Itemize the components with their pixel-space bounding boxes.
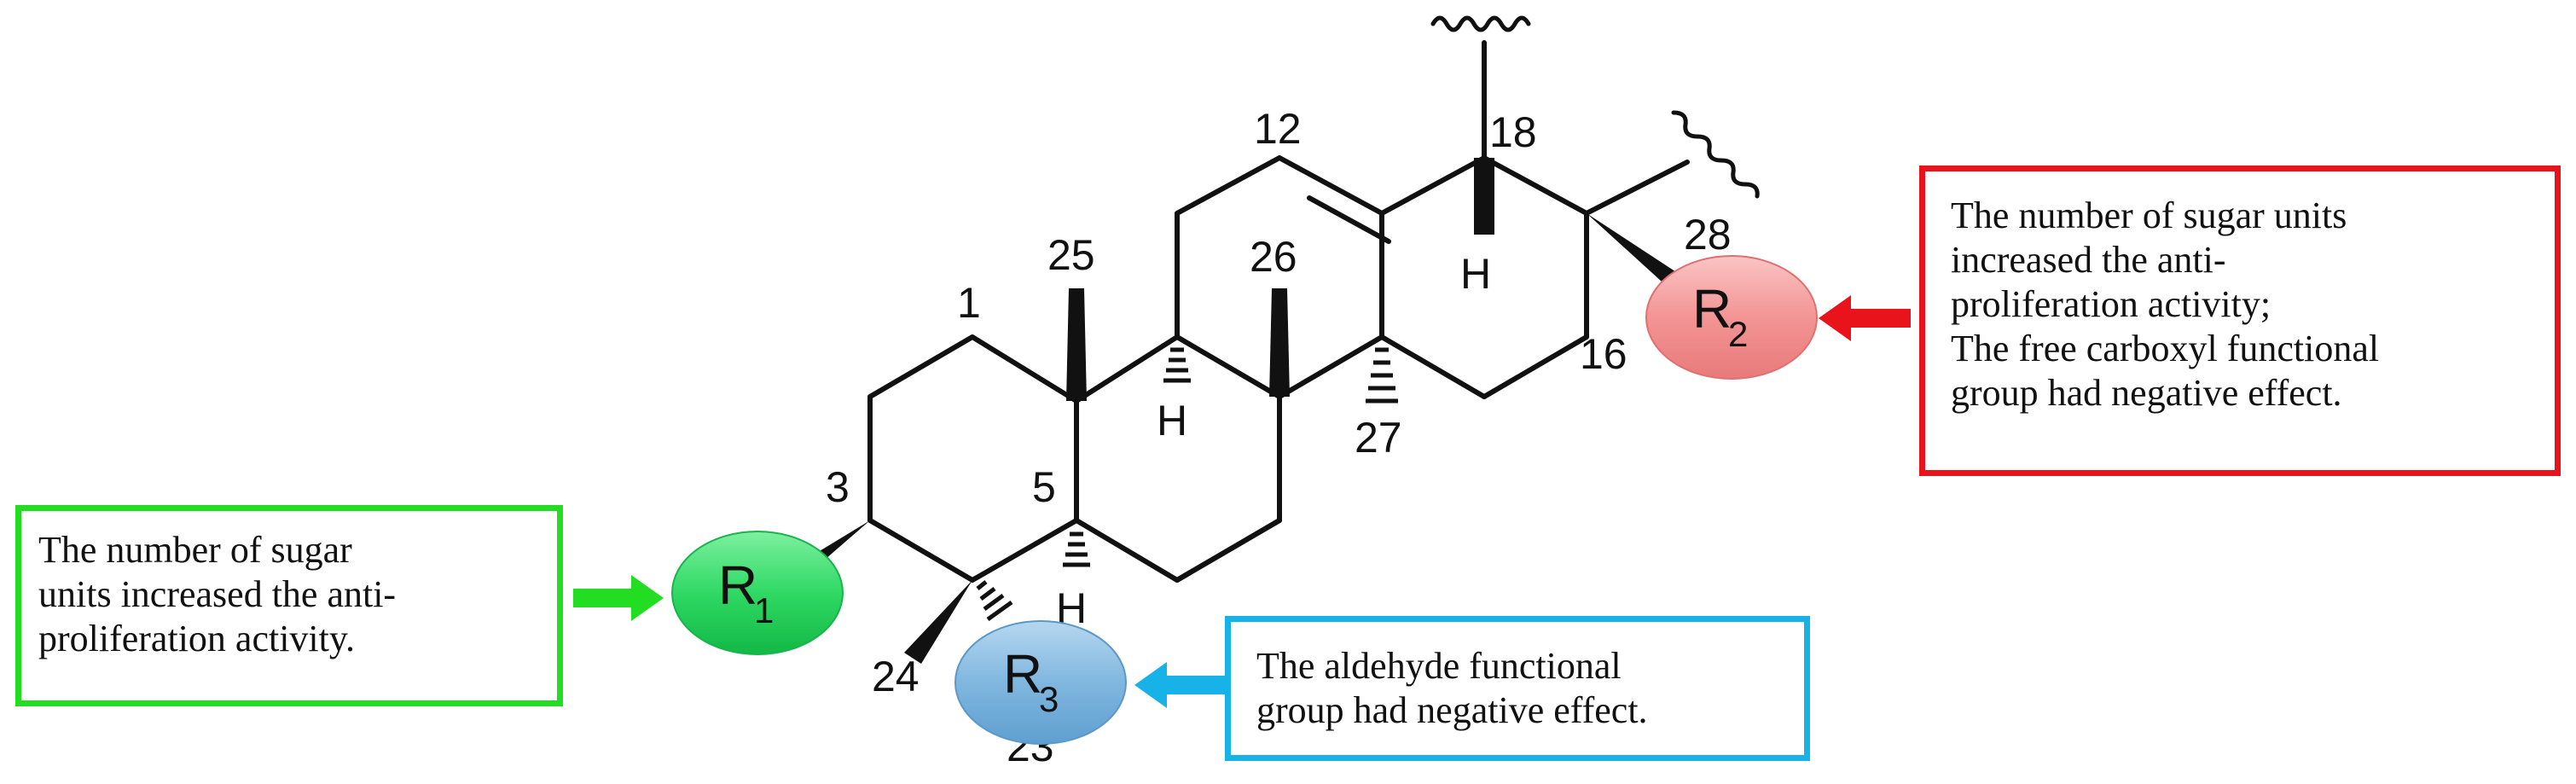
red-arrow [1819,295,1911,341]
atom-label-18: 18 [1489,108,1537,156]
wavy-bonds [1430,15,1760,199]
svg-text:R: R [1003,643,1042,705]
atom-label-12: 12 [1254,105,1302,153]
atom-label-28: 28 [1684,211,1732,258]
atom-label-1: 1 [957,279,981,327]
svg-text:2: 2 [1728,314,1748,354]
hashed-bonds [976,347,1398,622]
atom-label-16: 16 [1580,330,1627,378]
atom-label-5: 5 [1032,463,1056,511]
annotation-right-text: The number of sugar units increased the … [1951,195,2380,414]
svg-text:3: 3 [1039,679,1059,719]
hydrogen-label-c9: H [1157,397,1187,444]
svg-text:R: R [1692,278,1732,340]
carbon-skeleton [867,40,1690,583]
annotation-left-box: The number of sugar units increased the … [15,505,563,706]
wedge-bonds [783,158,1691,664]
svg-text:1: 1 [754,590,774,630]
svg-text:R: R [718,555,757,616]
atom-label-24: 24 [872,653,920,700]
blue-arrow [1134,662,1225,708]
annotation-bottom-box: The aldehyde functional group had negati… [1225,616,1810,761]
r2-group: R 2 [1645,255,1818,380]
r1-group: R 1 [671,531,844,655]
atom-label-27: 27 [1355,414,1402,462]
annotation-left-text: The number of sugar units increased the … [38,529,397,659]
atom-label-3: 3 [826,463,850,511]
hydrogen-label-c18: H [1460,250,1491,298]
annotation-bottom-text: The aldehyde functional group had negati… [1256,645,1648,731]
r3-group: R 3 [954,620,1127,745]
green-arrow [573,575,664,621]
atom-label-26: 26 [1250,233,1297,281]
atom-label-25: 25 [1047,231,1095,279]
annotation-right-box: The number of sugar units increased the … [1919,166,2561,476]
